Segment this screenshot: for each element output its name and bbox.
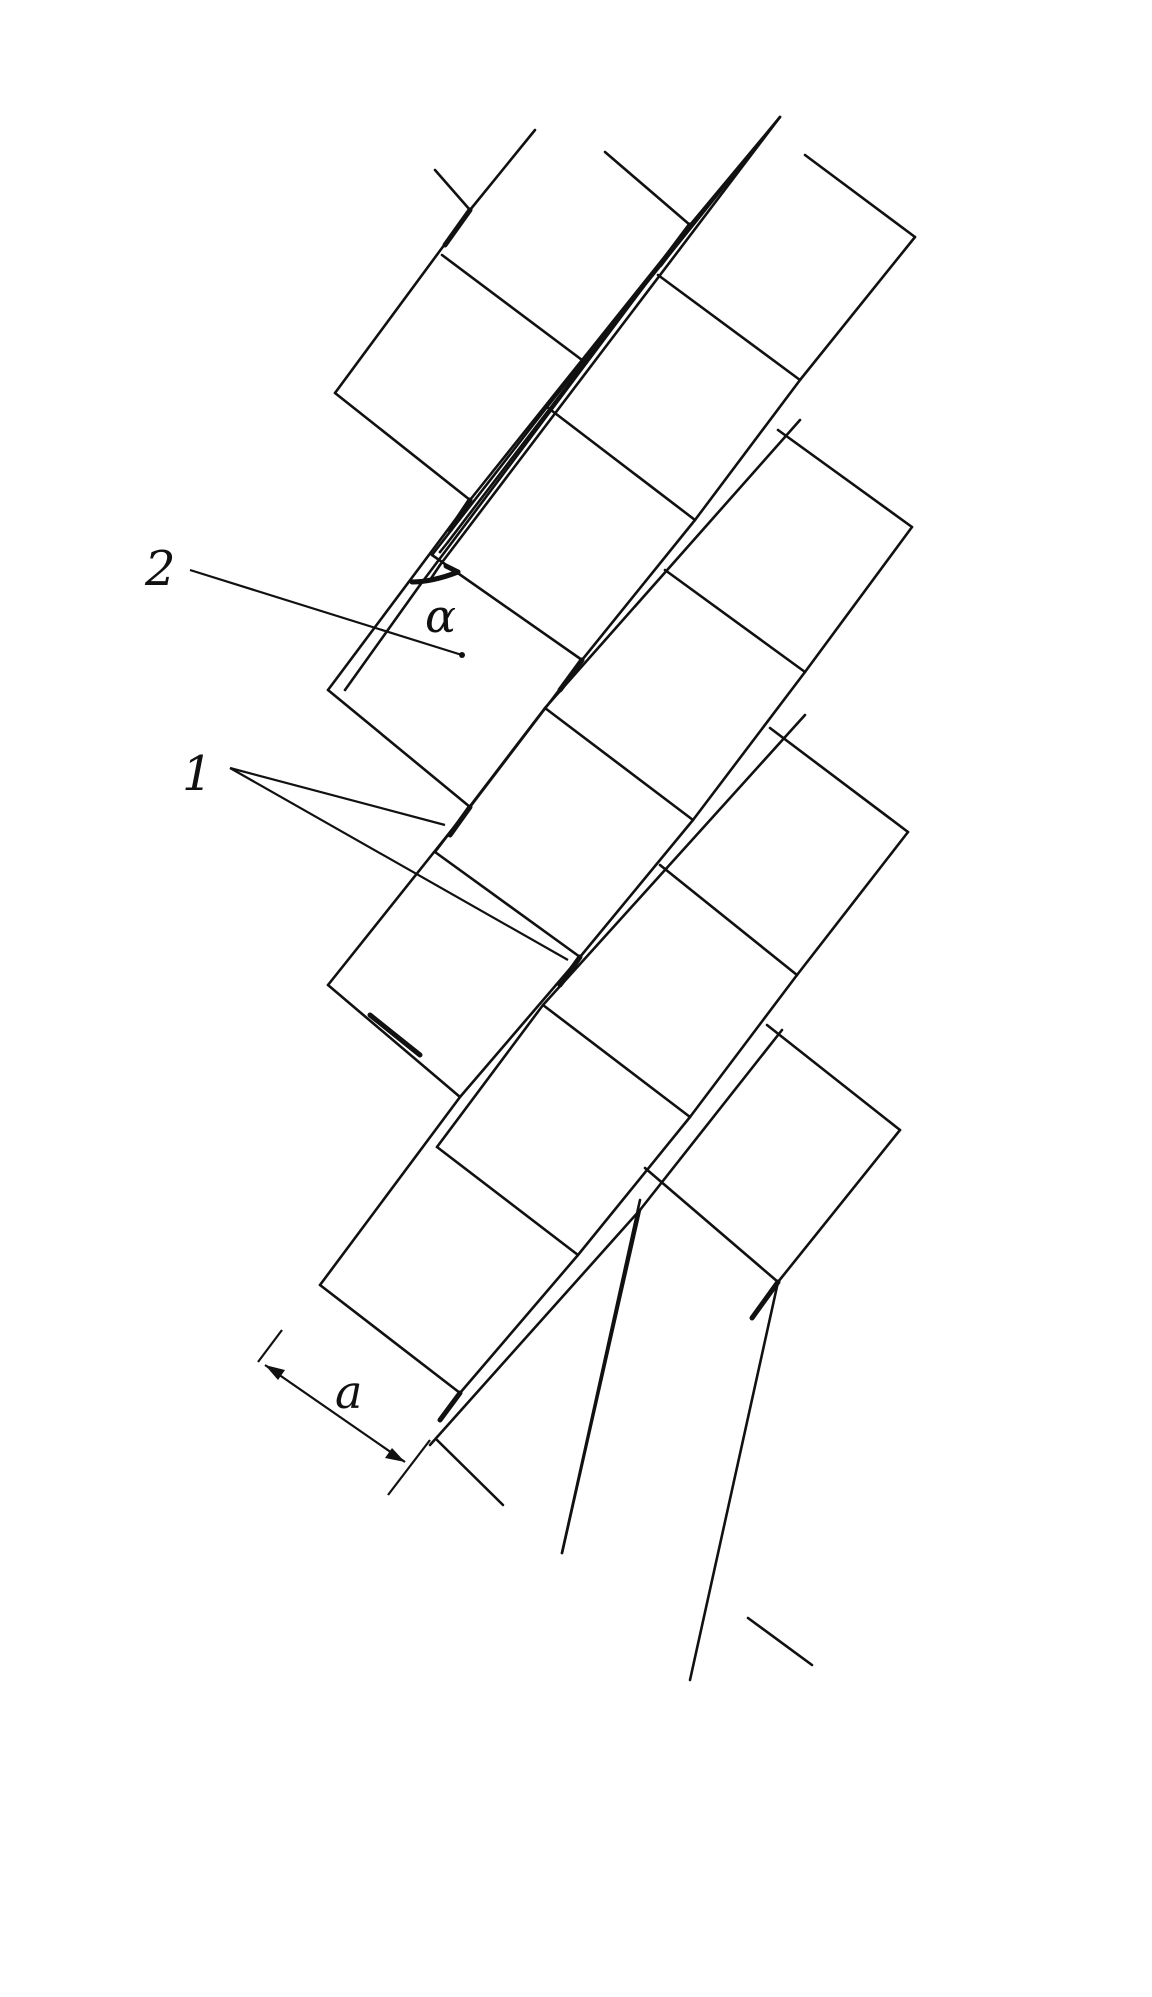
- tile-edge: [691, 670, 807, 822]
- tile-edge: [326, 498, 472, 692]
- tile-edge: [768, 726, 910, 834]
- dimension-arrow-right: [385, 1448, 405, 1462]
- tile-edge: [468, 358, 584, 502]
- tile-edge: [318, 1283, 462, 1395]
- tile-edge: [746, 1616, 814, 1667]
- dimension-line: [264, 1364, 406, 1463]
- leader-line-1b: [229, 767, 569, 961]
- seam-segment: [367, 1012, 423, 1058]
- tile-edge: [318, 1095, 462, 1287]
- seam-segment: [447, 804, 473, 838]
- leader-line-1a: [229, 766, 446, 827]
- tile-edge: [688, 1280, 780, 1682]
- seam-segment: [447, 497, 473, 533]
- tile-edge: [656, 273, 802, 382]
- tile-edge: [433, 850, 582, 959]
- tile-edge: [541, 1003, 692, 1119]
- tile-edge: [803, 153, 917, 239]
- dimension-arrow-left: [265, 1365, 285, 1380]
- tile-edge: [688, 973, 799, 1119]
- tile-edge: [430, 405, 549, 557]
- part-label-1: 1: [182, 746, 213, 802]
- angle-marker: α: [409, 563, 461, 643]
- tile-edge: [603, 150, 692, 227]
- seam-segment: [749, 1279, 781, 1321]
- tile-edge: [438, 540, 450, 554]
- tile-edge: [541, 713, 807, 1007]
- tile-edge: [765, 1023, 902, 1132]
- tile-edge: [440, 253, 584, 362]
- leader-line-2: [189, 568, 463, 657]
- tile-edge: [428, 1208, 642, 1447]
- tile-edge: [560, 1198, 642, 1555]
- tile-edge: [658, 863, 799, 977]
- tile-edge: [545, 405, 697, 522]
- tile-edge: [438, 115, 782, 567]
- leader-dot-2: [459, 652, 465, 658]
- tile-edge: [468, 128, 537, 212]
- tile-edge: [795, 830, 910, 977]
- tile-edge: [458, 1253, 580, 1395]
- seam-segment: [657, 222, 693, 268]
- tile-edge: [435, 1145, 580, 1257]
- seam-highlights: [367, 207, 781, 1423]
- tile-edge: [543, 418, 802, 710]
- leader-lines: [189, 568, 569, 961]
- tile-edge: [776, 428, 914, 529]
- tile-outlines: [318, 115, 917, 1682]
- tile-edge: [663, 568, 807, 674]
- tile-edge: [693, 378, 802, 522]
- tile-edge: [578, 818, 695, 959]
- dimension-extension-right: [387, 1439, 431, 1496]
- part-label-2: 2: [144, 541, 176, 597]
- tile-edge: [458, 955, 582, 1099]
- tile-edge: [776, 1128, 902, 1284]
- dimension-a: a: [257, 1329, 431, 1496]
- tile-edge: [433, 168, 472, 212]
- angle-label: α: [425, 589, 456, 643]
- tile-edge: [435, 1003, 545, 1149]
- tile-edge: [576, 1115, 692, 1257]
- tile-edge: [435, 1438, 505, 1507]
- tile-edge: [580, 518, 697, 662]
- seam-segment: [437, 1390, 463, 1423]
- dimension-extension-left: [257, 1329, 283, 1363]
- tile-edge: [326, 688, 472, 809]
- angle-arrow: [443, 563, 461, 575]
- dimension-label: a: [335, 1365, 362, 1419]
- tile-edge: [333, 391, 472, 502]
- tile-edge: [326, 983, 462, 1099]
- seam-segment: [557, 954, 583, 988]
- angle-arc: [409, 569, 461, 585]
- tile-edge: [643, 1166, 780, 1284]
- seam-segment: [442, 207, 473, 248]
- tile-edge: [343, 583, 422, 692]
- seam-segment: [557, 657, 585, 693]
- tile-edge: [543, 706, 695, 822]
- tile-edge: [638, 1028, 784, 1212]
- tile-edge: [803, 525, 914, 674]
- tile-edge: [798, 235, 917, 382]
